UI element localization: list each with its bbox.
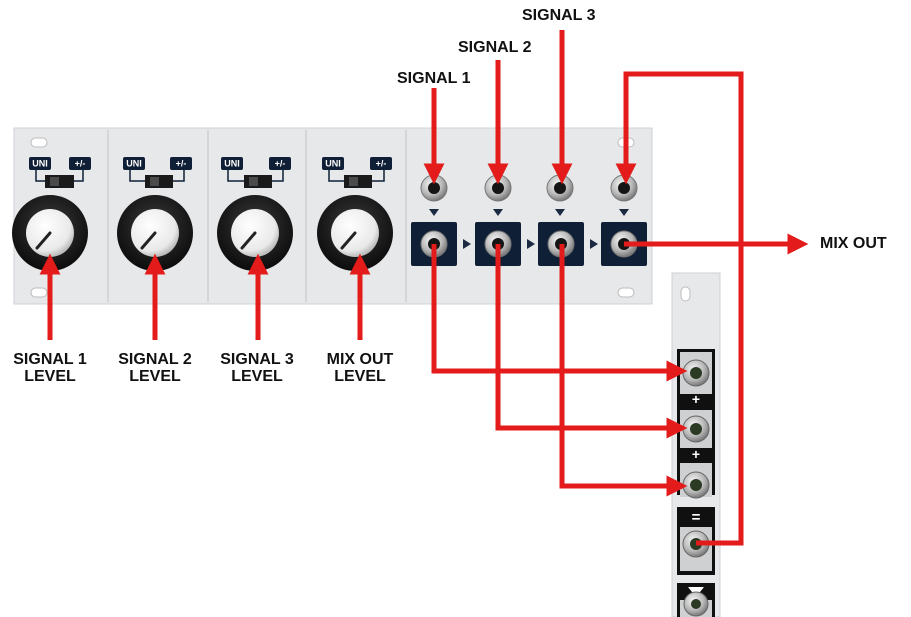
uni-label: UNI (32, 159, 48, 169)
plus-sign: + (692, 446, 700, 462)
bipolar-label: +/- (75, 159, 86, 169)
uni-label: UNI (224, 159, 240, 169)
side-jack-1[interactable] (683, 360, 709, 386)
uni-label: UNI (325, 159, 341, 169)
bipolar-label: +/- (275, 159, 286, 169)
side-jack-2[interactable] (683, 416, 709, 442)
side-jack-3[interactable] (683, 472, 709, 498)
equals-sign: = (692, 509, 701, 526)
signal-2-label: SIGNAL 2 (458, 39, 532, 56)
bipolar-label: +/- (176, 159, 187, 169)
signal-1-label: SIGNAL 1 (397, 70, 471, 87)
mix-out-label: MIX OUT (820, 235, 887, 252)
signal-2-level-knob[interactable] (117, 195, 193, 271)
bipolar-label: +/- (376, 159, 387, 169)
side-jack-5[interactable] (684, 592, 708, 616)
signal-1-level-knob[interactable] (12, 195, 88, 271)
uni-label: UNI (126, 159, 142, 169)
signal-3-label: SIGNAL 3 (522, 7, 596, 24)
mix-out-level-knob[interactable] (317, 195, 393, 271)
signal-3-level-knob[interactable] (217, 195, 293, 271)
plus-sign: + (692, 391, 700, 407)
side-module-panel (672, 273, 720, 617)
